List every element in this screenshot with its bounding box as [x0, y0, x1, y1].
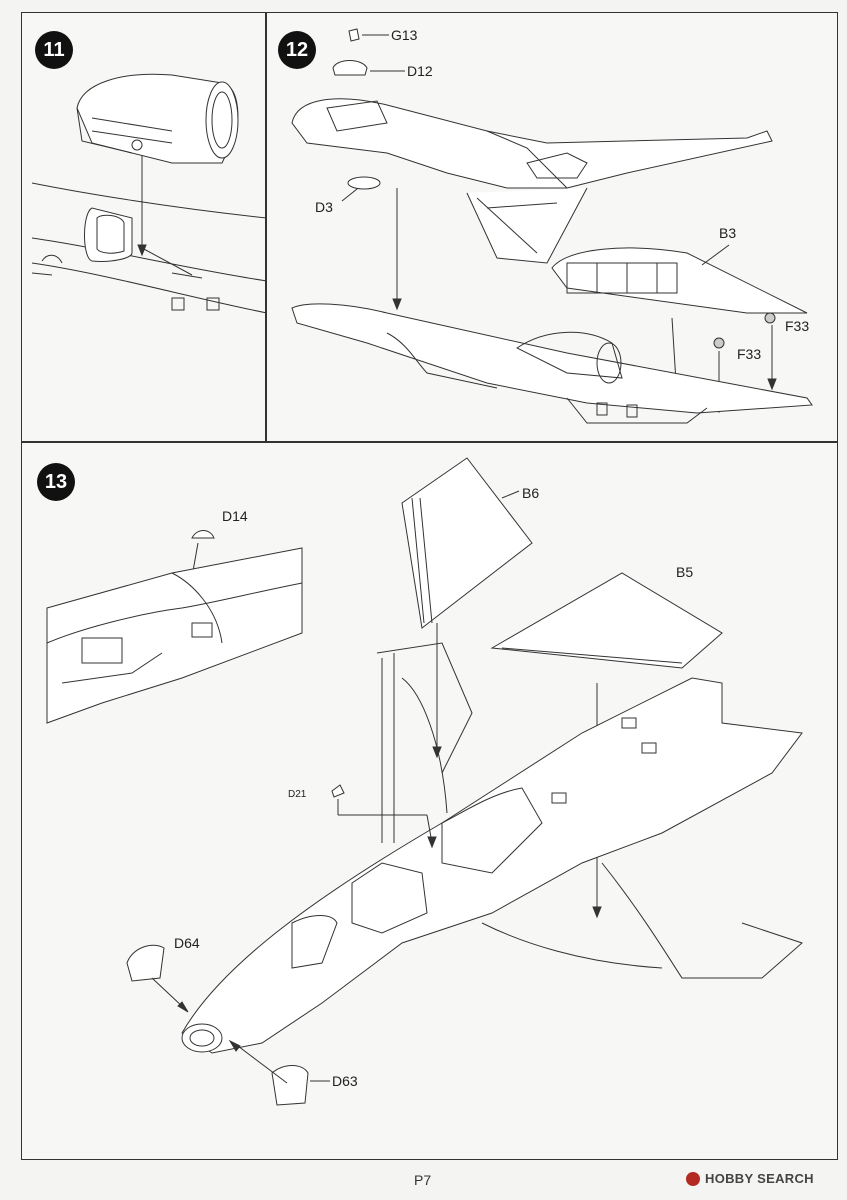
step-11-panel: 11 — [21, 12, 268, 442]
label-d21: D21 — [288, 789, 307, 800]
hobby-search-logo-icon — [686, 1171, 700, 1186]
step-12-badge: 12 — [278, 31, 316, 69]
label-d63: D63 — [332, 1073, 358, 1089]
label-g13: G13 — [391, 27, 418, 43]
label-b3: B3 — [719, 225, 737, 241]
step-13-drawing — [46, 457, 803, 1106]
step-13-panel: 13 — [21, 442, 838, 1160]
label-d12: D12 — [407, 63, 433, 79]
label-b5: B5 — [676, 564, 694, 580]
label-d14: D14 — [222, 508, 248, 524]
watermark: HOBBY SEARCH — [686, 1171, 814, 1186]
label-d64: D64 — [174, 935, 200, 951]
step-11-drawing — [31, 73, 268, 314]
step-12-drawing — [291, 28, 813, 424]
label-f33-lower: F33 — [737, 346, 762, 362]
label-b6: B6 — [522, 485, 540, 501]
step-12-panel: 12 — [266, 12, 838, 442]
step-13-badge: 13 — [37, 463, 75, 501]
page-number: P7 — [414, 1172, 432, 1188]
step-11-badge: 11 — [35, 31, 73, 69]
label-f33-upper: F33 — [785, 318, 810, 334]
label-d3: D3 — [315, 199, 333, 215]
watermark-text: HOBBY SEARCH — [705, 1171, 814, 1186]
